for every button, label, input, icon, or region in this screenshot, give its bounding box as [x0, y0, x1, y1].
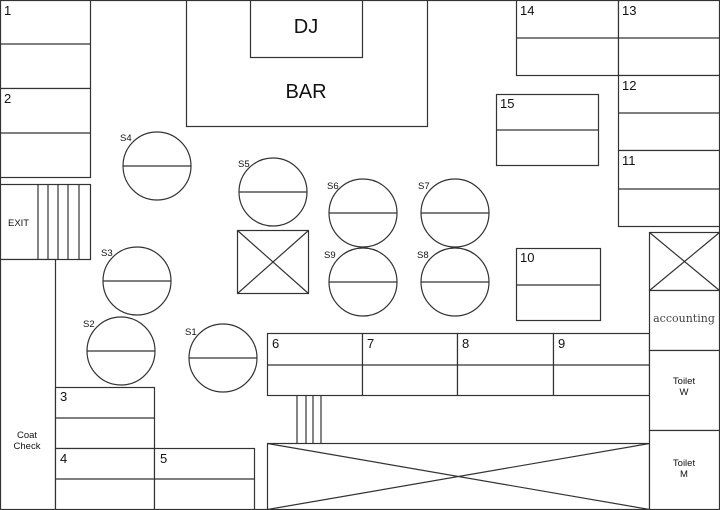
- booth-11[interactable]: 11: [617, 149, 720, 228]
- stand-s4-label: S4: [120, 133, 132, 144]
- booth-1-label: 1: [4, 3, 11, 18]
- right-blocked-area: [648, 231, 720, 292]
- booth-9-label: 9: [558, 336, 565, 351]
- booth-14[interactable]: 14: [515, 0, 620, 77]
- exit-area[interactable]: EXIT: [0, 183, 92, 261]
- stand-s2-label: S2: [83, 319, 95, 330]
- stand-s4[interactable]: S4: [120, 131, 192, 201]
- stand-s7-label: S7: [418, 181, 430, 192]
- booth-12-label: 12: [622, 78, 636, 93]
- stand-s1-label: S1: [185, 327, 197, 338]
- booth-6-label: 6: [272, 336, 279, 351]
- booth-5-label: 5: [160, 451, 167, 466]
- accounting-room[interactable]: accounting: [648, 289, 720, 352]
- booth-7-label: 7: [367, 336, 374, 351]
- booth-15-label: 15: [500, 96, 514, 111]
- booth-13-label: 13: [622, 3, 636, 18]
- booth-15[interactable]: 15: [495, 93, 600, 167]
- toilet-m[interactable]: Toilet M: [648, 429, 720, 510]
- toilet-m-label-line2: M: [680, 469, 688, 480]
- accounting-label: accounting: [653, 312, 715, 325]
- booth-2-label: 2: [4, 91, 11, 106]
- booth-6[interactable]: 6: [266, 332, 364, 397]
- stand-s2[interactable]: S2: [83, 316, 156, 386]
- stand-s3[interactable]: S3: [101, 246, 172, 316]
- toilet-w[interactable]: Toilet W: [648, 349, 720, 432]
- coat-check-label-line1: Coat: [17, 430, 37, 441]
- stand-s9-label: S9: [324, 250, 336, 261]
- booth-8-label: 8: [462, 336, 469, 351]
- booth-12[interactable]: 12: [617, 74, 720, 152]
- dj-booth[interactable]: DJ: [249, 0, 364, 59]
- stand-s5[interactable]: S5: [238, 157, 308, 227]
- booth-9[interactable]: 9: [552, 332, 651, 397]
- bar-label: BAR: [285, 81, 326, 103]
- booth-3-label: 3: [60, 389, 67, 404]
- stand-s5-label: S5: [238, 159, 250, 170]
- bottom-blocked-area: [266, 442, 651, 510]
- connector-posts: [296, 395, 322, 443]
- stand-s7[interactable]: S7: [418, 178, 490, 248]
- dj-label: DJ: [294, 16, 318, 38]
- stand-s6[interactable]: S6: [327, 178, 398, 248]
- stand-s3-label: S3: [101, 248, 113, 259]
- booth-3[interactable]: 3: [54, 386, 156, 450]
- booth-7[interactable]: 7: [361, 332, 459, 397]
- booth-10-label: 10: [520, 250, 534, 265]
- toilet-w-label-line1: Toilet: [673, 376, 696, 387]
- coat-check[interactable]: Coat Check: [0, 258, 57, 510]
- booth-2[interactable]: 2: [0, 87, 92, 179]
- booth-14-label: 14: [520, 3, 534, 18]
- booth-13[interactable]: 13: [617, 0, 720, 77]
- booth-10[interactable]: 10: [515, 247, 602, 322]
- coat-check-label-line2: Check: [14, 441, 41, 452]
- exit-label: EXIT: [8, 218, 29, 229]
- stand-s6-label: S6: [327, 181, 339, 192]
- booth-4-label: 4: [60, 451, 67, 466]
- booth-5[interactable]: 5: [153, 447, 256, 510]
- center-blocked-area: [236, 229, 310, 295]
- stand-s1[interactable]: S1: [185, 323, 258, 393]
- stand-s9[interactable]: S9: [324, 247, 398, 317]
- booth-8[interactable]: 8: [456, 332, 555, 397]
- toilet-w-label-line2: W: [680, 387, 689, 398]
- booth-1[interactable]: 1: [0, 0, 92, 90]
- stand-s8[interactable]: S8: [417, 247, 490, 317]
- toilet-m-label-line1: Toilet: [673, 458, 696, 469]
- booth-11-label: 11: [622, 153, 636, 168]
- booth-4[interactable]: 4: [54, 447, 156, 510]
- stand-s8-label: S8: [417, 250, 429, 261]
